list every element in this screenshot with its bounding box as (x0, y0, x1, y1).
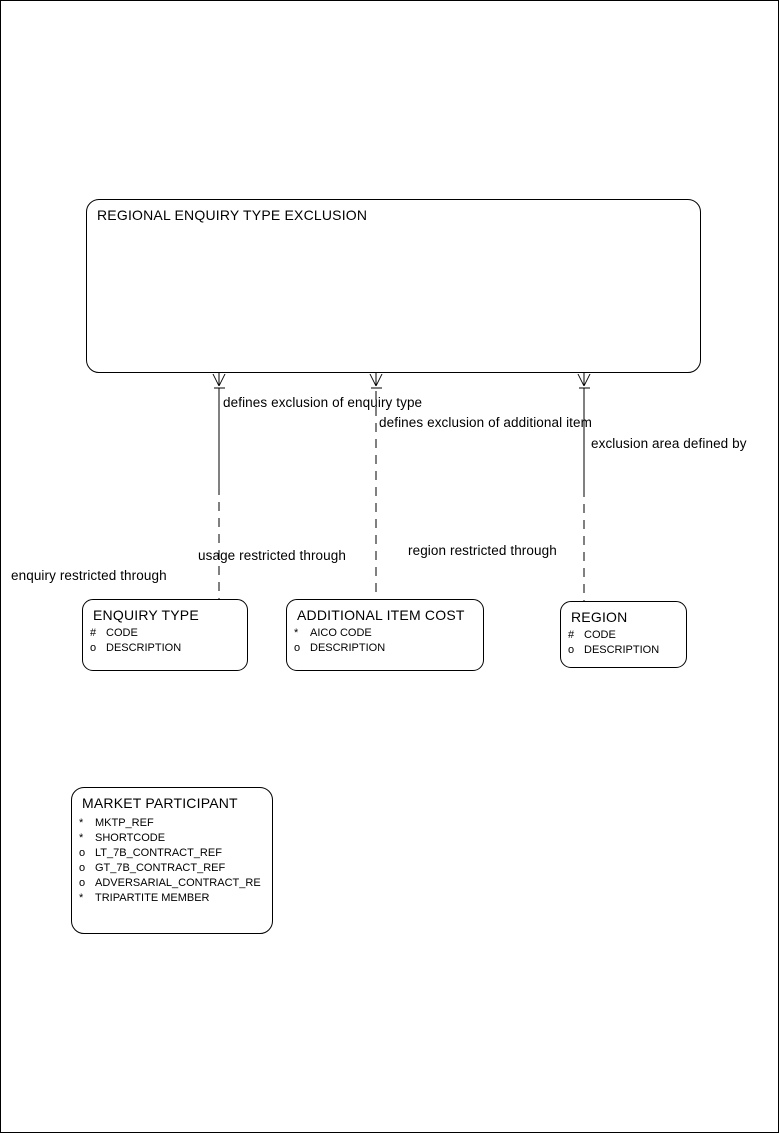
attribute-row: * MKTP_REF (78, 816, 272, 831)
attribute-name: CODE (106, 627, 138, 639)
entity-enquiry-type[interactable]: ENQUIRY TYPE # CODE o DESCRIPTION (82, 599, 248, 671)
attribute-prefix: o (90, 642, 97, 654)
attribute-row: * SHORTCODE (78, 831, 272, 846)
relationship-line-enquiry-type[interactable] (212, 373, 226, 599)
entity-region[interactable]: REGION # CODE o DESCRIPTION (560, 601, 687, 668)
attribute-name: MKTP_REF (95, 817, 154, 829)
attribute-name: DESCRIPTION (106, 642, 182, 654)
attribute-prefix: o (79, 847, 86, 859)
relationship-label-exclusion-area-defined-by: exclusion area defined by (591, 436, 747, 451)
relationship-line-region[interactable] (577, 373, 591, 601)
entity-title: MARKET PARTICIPANT (82, 795, 238, 811)
attribute-prefix: # (90, 627, 97, 639)
attribute-prefix: * (79, 832, 84, 844)
attribute-prefix: * (79, 817, 84, 829)
entity-title: ADDITIONAL ITEM COST (297, 607, 465, 623)
relationship-label-region-restricted-through: region restricted through (408, 543, 557, 558)
attribute-prefix: # (568, 629, 575, 641)
relationship-label-defines-exclusion-of-enquiry-type: defines exclusion of enquiry type (223, 395, 423, 410)
attribute-row: o LT_7B_CONTRACT_REF (78, 846, 272, 861)
attribute-row: o ADVERSARIAL_CONTRACT_RE (78, 876, 272, 891)
attribute-list: # CODE o DESCRIPTION (83, 626, 247, 656)
attribute-list: # CODE o DESCRIPTION (561, 628, 686, 658)
attribute-row: o DESCRIPTION (293, 641, 483, 656)
attribute-name: TRIPARTITE MEMBER (95, 892, 210, 904)
attribute-prefix: o (79, 877, 86, 889)
attribute-prefix: o (79, 862, 86, 874)
attribute-row: # CODE (89, 626, 247, 641)
entity-title: REGION (571, 609, 628, 625)
crowsfoot-icon (212, 373, 226, 389)
attribute-prefix: * (294, 627, 299, 639)
attribute-row: # CODE (567, 628, 686, 643)
attribute-list: * MKTP_REF * SHORTCODE o LT_7B_CONTRACT_REF… (72, 816, 272, 906)
attribute-list: * AICO CODE o DESCRIPTION (287, 626, 483, 656)
relationship-label-usage-restricted-through: usage restricted through (198, 548, 346, 563)
attribute-name: AICO CODE (310, 627, 372, 639)
attribute-prefix: * (79, 892, 84, 904)
relationship-label-defines-exclusion-of-additional-item: defines exclusion of additional item (379, 415, 592, 430)
attribute-row: o GT_7B_CONTRACT_REF (78, 861, 272, 876)
attribute-prefix: o (568, 644, 575, 656)
crowsfoot-icon (369, 373, 383, 389)
relationship-label-enquiry-restricted-through: enquiry restricted through (11, 568, 167, 583)
attribute-name: GT_7B_CONTRACT_REF (95, 862, 226, 874)
attribute-name: DESCRIPTION (584, 644, 660, 656)
attribute-row: o DESCRIPTION (567, 643, 686, 658)
entity-title: ENQUIRY TYPE (93, 607, 199, 623)
entity-regional-enquiry-type-exclusion[interactable]: REGIONAL ENQUIRY TYPE EXCLUSION (86, 199, 701, 373)
attribute-prefix: o (294, 642, 301, 654)
relationship-line-additional-item-cost[interactable] (369, 373, 383, 599)
attribute-name: ADVERSARIAL_CONTRACT_RE (95, 877, 261, 889)
attribute-name: CODE (584, 629, 616, 641)
attribute-row: * TRIPARTITE MEMBER (78, 891, 272, 906)
attribute-name: SHORTCODE (95, 832, 166, 844)
attribute-name: DESCRIPTION (310, 642, 386, 654)
entity-additional-item-cost[interactable]: ADDITIONAL ITEM COST * AICO CODE o DESCRIP… (286, 599, 484, 671)
attribute-row: o DESCRIPTION (89, 641, 247, 656)
entity-title: REGIONAL ENQUIRY TYPE EXCLUSION (97, 207, 368, 223)
entity-market-participant[interactable]: MARKET PARTICIPANT * MKTP_REF * SHORTCODE … (71, 787, 273, 934)
attribute-row: * AICO CODE (293, 626, 483, 641)
crowsfoot-icon (577, 373, 591, 389)
attribute-name: LT_7B_CONTRACT_REF (95, 847, 222, 859)
